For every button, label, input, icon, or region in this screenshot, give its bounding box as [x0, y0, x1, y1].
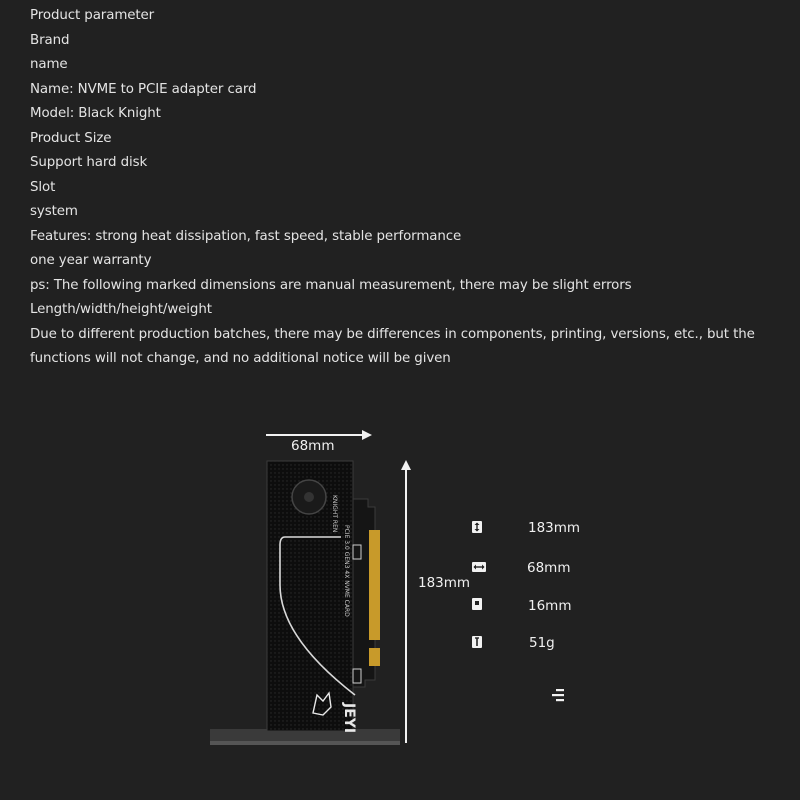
heading-product-parameter: Product parameter	[30, 8, 155, 23]
line-production-note: Due to different production batches, the…	[30, 326, 755, 367]
height-arrow-icon	[472, 521, 482, 533]
line-model: Model: Black Knight	[30, 106, 161, 121]
line-product-name: Name: NVME to PCIE adapter card	[30, 81, 257, 97]
width-label: 68mm	[291, 438, 335, 454]
width-arrow-icon	[472, 562, 486, 572]
svg-text:JEYI: JEYI	[341, 702, 357, 733]
product-parameter-list: Product parameter Brand name Name: NVME …	[30, 4, 790, 372]
line-system: system	[30, 204, 78, 219]
line-product-size: Product Size	[30, 130, 112, 146]
menu-lines-icon	[552, 689, 564, 702]
width-arrow-icon	[266, 430, 372, 440]
weight-icon	[472, 636, 482, 648]
line-support-hard-disk: Support hard disk	[30, 155, 148, 170]
adapter-card-image: PCIE 3.0 GEN3 4X NVME CARD KNIGHT REN JE…	[210, 460, 400, 745]
spec-thickness-value: 16mm	[528, 598, 572, 614]
line-slot: Slot	[30, 179, 56, 195]
line-brand: Brand	[30, 32, 70, 48]
height-arrow-icon	[401, 460, 411, 743]
svg-text:PCIE 3.0 GEN3 4X NVME CARD: PCIE 3.0 GEN3 4X NVME CARD	[343, 525, 350, 617]
spec-height-value: 183mm	[528, 520, 581, 536]
spec-width-value: 68mm	[527, 560, 571, 576]
line-name: name	[30, 57, 68, 72]
spec-weight-value: 51g	[529, 635, 555, 651]
line-warranty: one year warranty	[30, 253, 152, 268]
line-measurement-note: ps: The following marked dimensions are …	[30, 277, 632, 293]
height-label: 183mm	[418, 575, 471, 591]
thickness-icon	[472, 598, 482, 610]
svg-text:KNIGHT REN: KNIGHT REN	[331, 495, 338, 532]
line-features: Features: strong heat dissipation, fast …	[30, 228, 462, 244]
line-dimensions-header: Length/width/height/weight	[30, 302, 212, 317]
